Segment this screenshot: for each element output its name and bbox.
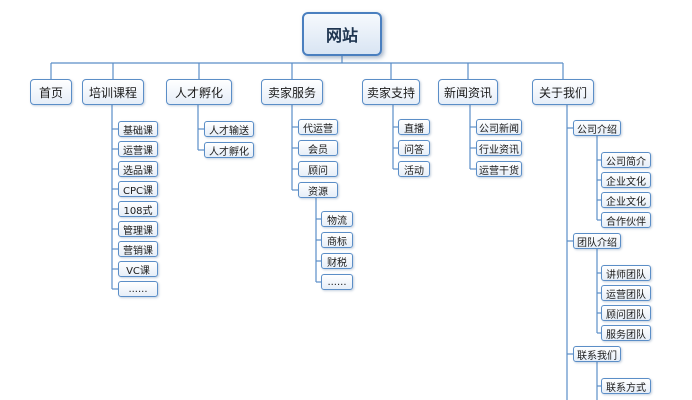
about-item: 顾问团队 <box>601 305 651 321</box>
resource-item: ...... <box>321 274 353 290</box>
resource-item: 物流 <box>321 211 353 227</box>
news-item: 公司新闻 <box>476 119 522 135</box>
support-item: 活动 <box>398 161 430 177</box>
about-item: 合作伙伴 <box>601 212 651 228</box>
about-item: 服务团队 <box>601 325 651 341</box>
news-item: 行业资讯 <box>476 140 522 156</box>
section-seller-services: 卖家服务 <box>261 79 323 105</box>
seller-service-item: 资源 <box>298 182 338 198</box>
training-course-item: 选品课 <box>118 161 158 177</box>
about-group: 联系我们 <box>573 346 621 362</box>
about-group: 公司介绍 <box>573 120 621 136</box>
section-home: 首页 <box>30 79 72 105</box>
training-course-item: VC课 <box>118 261 158 277</box>
section-talent: 人才孵化 <box>166 79 232 105</box>
news-item: 运营干货 <box>476 161 522 177</box>
section-seller-support: 卖家支持 <box>362 79 420 105</box>
seller-service-item: 代运营 <box>298 119 338 135</box>
about-item: 企业文化 <box>601 172 651 188</box>
about-item: 公司简介 <box>601 152 651 168</box>
training-course-item: 营销课 <box>118 241 158 257</box>
section-news: 新闻资讯 <box>438 79 498 105</box>
about-item: 讲师团队 <box>601 265 651 281</box>
about-item: 企业文化 <box>601 192 651 208</box>
support-item: 问答 <box>398 140 430 156</box>
seller-service-item: 顾问 <box>298 161 338 177</box>
resource-item: 财税 <box>321 253 353 269</box>
root-node: 网站 <box>302 12 382 56</box>
resource-item: 商标 <box>321 232 353 248</box>
seller-service-item: 会员 <box>298 140 338 156</box>
training-course-item: CPC课 <box>118 181 158 197</box>
training-course-item: 运营课 <box>118 141 158 157</box>
about-group: 团队介绍 <box>573 233 621 249</box>
talent-item: 人才孵化 <box>204 142 254 158</box>
training-course-item: ...... <box>118 281 158 297</box>
training-course-item: 108式 <box>118 201 158 217</box>
training-course-item: 管理课 <box>118 221 158 237</box>
training-course-item: 基础课 <box>118 121 158 137</box>
talent-item: 人才输送 <box>204 121 254 137</box>
section-training: 培训课程 <box>82 79 144 105</box>
support-item: 直播 <box>398 119 430 135</box>
section-about: 关于我们 <box>532 79 594 105</box>
about-item: 运营团队 <box>601 285 651 301</box>
about-item: 联系方式 <box>601 378 651 394</box>
